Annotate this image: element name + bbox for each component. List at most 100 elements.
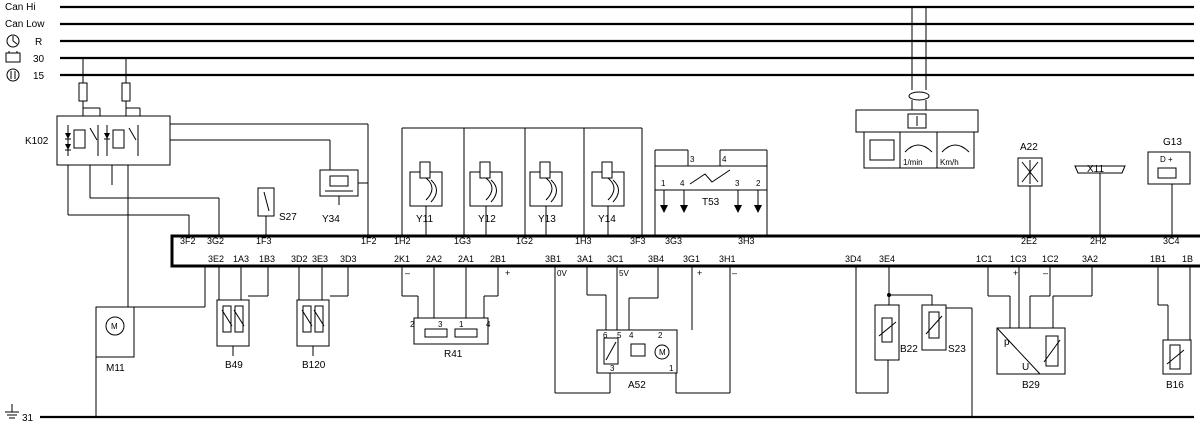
y13-label: Y13 bbox=[538, 214, 556, 225]
pin-3D4: 3D4 bbox=[845, 254, 862, 264]
relay-coil-icon bbox=[65, 125, 139, 156]
ignition-key-15-icon bbox=[6, 68, 20, 82]
s27-label: S27 bbox=[279, 212, 297, 223]
pin-3B4: 3B4 bbox=[648, 254, 664, 264]
pin-3F3: 3F3 bbox=[630, 236, 646, 246]
x11-label: X11 bbox=[1087, 164, 1104, 175]
pin-3E4: 3E4 bbox=[879, 254, 895, 264]
mark-5v: 5V bbox=[619, 269, 629, 278]
r-label: R bbox=[35, 37, 42, 48]
pin-2A1: 2A1 bbox=[458, 254, 474, 264]
pin-3E2: 3E2 bbox=[208, 254, 224, 264]
b120-sensor: B120 bbox=[296, 266, 349, 371]
instrument-cluster: 1/min Km/h bbox=[855, 7, 979, 169]
a52-throttle: M 6 5 4 2 3 1 A52 bbox=[554, 266, 731, 394]
mark-2k1-minus: – bbox=[405, 268, 410, 278]
rpm-gauge-icon bbox=[904, 144, 933, 153]
fuse-k102-group: K102 bbox=[25, 58, 369, 300]
ground-icon bbox=[5, 404, 19, 419]
pin-1B3: 1B3 bbox=[259, 254, 275, 264]
b120-label: B120 bbox=[302, 360, 326, 371]
rpm-unit: 1/min bbox=[903, 158, 923, 167]
b49-label: B49 bbox=[225, 360, 243, 371]
pin-3H1: 3H1 bbox=[719, 254, 736, 264]
pin-3A2: 3A2 bbox=[1082, 254, 1098, 264]
pin-2B1: 2B1 bbox=[490, 254, 506, 264]
speed-gauge-icon bbox=[941, 144, 970, 153]
label-30: 30 bbox=[33, 54, 45, 65]
pin-1B: 1B bbox=[1182, 254, 1193, 264]
t53-pin-top-3: 3 bbox=[690, 155, 695, 164]
pin-2K1: 2K1 bbox=[394, 254, 410, 264]
fuse-2 bbox=[121, 82, 131, 102]
pin-3F2: 3F2 bbox=[180, 236, 196, 246]
a22-label: A22 bbox=[1020, 142, 1038, 153]
k102-label: K102 bbox=[25, 136, 49, 147]
ecu-top-pins: 3F2 3G2 1F3 1F2 1H2 1G3 1G2 1H3 3F3 3G3 … bbox=[180, 236, 1180, 246]
pin-3G2: 3G2 bbox=[207, 236, 224, 246]
t53-pin-top-4: 4 bbox=[722, 155, 727, 164]
b29-p: p bbox=[1004, 337, 1010, 348]
pin-3A1: 3A1 bbox=[577, 254, 593, 264]
mark-2b1-plus: + bbox=[505, 268, 510, 278]
g13-alternator: G13 D + bbox=[1147, 137, 1191, 236]
svg-text:M: M bbox=[659, 348, 666, 357]
injector-bus bbox=[401, 127, 643, 236]
a52-chip-icon bbox=[630, 343, 646, 357]
a22-component: A22 bbox=[1017, 142, 1043, 236]
r41-resistor-block: 2 3 1 4 R41 bbox=[401, 266, 499, 360]
injector-y14: Y14 bbox=[591, 161, 625, 236]
pin-1C2: 1C2 bbox=[1042, 254, 1059, 264]
mark-3g1-plus: + bbox=[697, 268, 702, 278]
a52-pin-4: 4 bbox=[629, 331, 634, 340]
label-15: 15 bbox=[33, 71, 45, 82]
r41-pin-3: 3 bbox=[438, 320, 443, 329]
t53-label: T53 bbox=[702, 197, 720, 208]
pin-3E3: 3E3 bbox=[312, 254, 328, 264]
t53-pin-3: 3 bbox=[735, 179, 740, 188]
can-low-label: Can Low bbox=[5, 19, 45, 30]
speed-unit: Km/h bbox=[940, 158, 959, 167]
a52-pin-2: 2 bbox=[658, 331, 663, 340]
pin-3D3: 3D3 bbox=[340, 254, 357, 264]
b16-label: B16 bbox=[1166, 380, 1184, 391]
pin-3C4: 3C4 bbox=[1163, 236, 1180, 246]
mark-1c3-plus: + bbox=[1013, 268, 1018, 278]
ecu-connector-bar bbox=[170, 234, 1200, 268]
svg-text:M: M bbox=[111, 322, 118, 331]
ecu-bottom-pins: 3E2 1A3 1B3 3D2 3E3 3D3 2K1 2A2 2A1 2B1 … bbox=[208, 254, 1193, 264]
pin-3G1: 3G1 bbox=[683, 254, 700, 264]
battery-icon bbox=[5, 51, 21, 63]
a52-pin-3: 3 bbox=[610, 364, 615, 373]
pin-1G2: 1G2 bbox=[516, 236, 533, 246]
r41-pin-4: 4 bbox=[486, 320, 491, 329]
motor-icon bbox=[105, 316, 125, 336]
pin-3D2: 3D2 bbox=[291, 254, 308, 264]
pin-1G3: 1G3 bbox=[454, 236, 471, 246]
t53-pin-4: 4 bbox=[680, 179, 685, 188]
fuse-1 bbox=[78, 82, 88, 102]
mark-0v: 0V bbox=[557, 269, 567, 278]
pin-1F3: 1F3 bbox=[256, 236, 272, 246]
b49-sensor: B49 bbox=[216, 266, 269, 371]
b16-sensor: B16 bbox=[1157, 266, 1192, 391]
pin-1A3: 1A3 bbox=[233, 254, 249, 264]
pin-3C1: 3C1 bbox=[607, 254, 624, 264]
a52-motor-icon bbox=[654, 344, 670, 360]
x11-connector: X11 bbox=[1074, 164, 1126, 236]
mark-3h1-minus: – bbox=[732, 268, 737, 278]
mark-1c2-minus: – bbox=[1043, 268, 1048, 278]
a52-pin-6: 6 bbox=[603, 331, 608, 340]
y12-label: Y12 bbox=[478, 214, 496, 225]
pin-3H3: 3H3 bbox=[738, 236, 755, 246]
pin-1C1: 1C1 bbox=[976, 254, 993, 264]
pin-polarity-marks: – + 0V 5V + – + – bbox=[405, 268, 1048, 278]
pin-2E2: 2E2 bbox=[1021, 236, 1037, 246]
b29-u: U bbox=[1022, 362, 1029, 373]
pin-2A2: 2A2 bbox=[426, 254, 442, 264]
injector-y12: Y12 bbox=[469, 161, 503, 236]
supply-rails: Can Hi Can Low R 30 15 31 bbox=[5, 2, 1194, 424]
y11-label: Y11 bbox=[416, 214, 433, 225]
y14-label: Y14 bbox=[598, 214, 616, 225]
